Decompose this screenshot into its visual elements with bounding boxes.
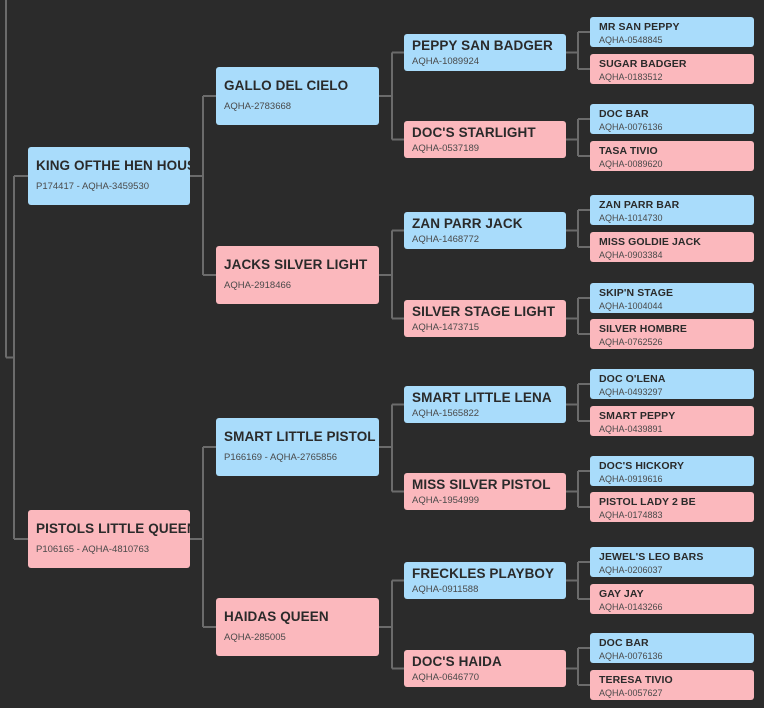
registration-number: AQHA-0548845 bbox=[599, 35, 663, 45]
registration-number: AQHA-0537189 bbox=[412, 143, 480, 154]
registration-number: P106165 - AQHA-4810763 bbox=[36, 544, 150, 555]
gen4-node[interactable]: SILVER HOMBRE AQHA-0762526 bbox=[590, 319, 754, 349]
registration-number: AQHA-0076136 bbox=[599, 122, 663, 132]
registration-number: AQHA-0174883 bbox=[599, 510, 663, 520]
gen4-node[interactable]: SUGAR BADGER AQHA-0183512 bbox=[590, 54, 754, 84]
registration-number: AQHA-0206037 bbox=[599, 565, 663, 575]
horse-name: ZAN PARR BAR bbox=[599, 199, 680, 211]
gen4-node[interactable]: SMART PEPPY AQHA-0439891 bbox=[590, 406, 754, 436]
registration-number: AQHA-0143266 bbox=[599, 602, 663, 612]
gen2-node[interactable]: SMART LITTLE PISTOL P166169 - AQHA-27658… bbox=[216, 418, 379, 476]
registration-number: AQHA-0076136 bbox=[599, 651, 663, 661]
horse-name: SKIP'N STAGE bbox=[599, 287, 674, 299]
horse-name: DOC'S STARLIGHT bbox=[412, 125, 536, 140]
gen3-node[interactable]: FRECKLES PLAYBOY AQHA-0911588 bbox=[404, 562, 566, 599]
horse-name: TASA TIVIO bbox=[599, 145, 658, 157]
registration-number: AQHA-1004044 bbox=[599, 301, 663, 311]
registration-number: AQHA-2783668 bbox=[224, 101, 292, 112]
gen4-node[interactable]: GAY JAY AQHA-0143266 bbox=[590, 584, 754, 614]
gen3-node[interactable]: PEPPY SAN BADGER AQHA-1089924 bbox=[404, 34, 566, 71]
gen3-node[interactable]: DOC'S HAIDA AQHA-0646770 bbox=[404, 650, 566, 687]
horse-name: SILVER HOMBRE bbox=[599, 323, 688, 335]
gen4-node[interactable]: TASA TIVIO AQHA-0089620 bbox=[590, 141, 754, 171]
registration-number: AQHA-1565822 bbox=[412, 408, 480, 419]
gen4-node[interactable]: ZAN PARR BAR AQHA-1014730 bbox=[590, 195, 754, 225]
horse-name: GALLO DEL CIELO bbox=[224, 78, 349, 93]
gen4-node[interactable]: SKIP'N STAGE AQHA-1004044 bbox=[590, 283, 754, 313]
registration-number: AQHA-0911588 bbox=[412, 584, 479, 595]
horse-name: DOC'S HICKORY bbox=[599, 460, 685, 472]
horse-name: GAY JAY bbox=[599, 588, 644, 600]
registration-number: AQHA-0439891 bbox=[599, 424, 663, 434]
registration-number: AQHA-0089620 bbox=[599, 159, 663, 169]
horse-name: ZAN PARR JACK bbox=[412, 216, 523, 231]
gen1-node[interactable]: KING OFTHE HEN HOUSE P174417 - AQHA-3459… bbox=[28, 147, 190, 205]
registration-number: AQHA-0183512 bbox=[599, 72, 663, 82]
gen4-node[interactable]: MR SAN PEPPY AQHA-0548845 bbox=[590, 17, 754, 47]
horse-name: JACKS SILVER LIGHT bbox=[224, 257, 368, 272]
horse-name: KING OFTHE HEN HOUSE bbox=[36, 158, 190, 173]
gen1-node[interactable]: PISTOLS LITTLE QUEEN P106165 - AQHA-4810… bbox=[28, 510, 190, 568]
gen4-node[interactable]: MISS GOLDIE JACK AQHA-0903384 bbox=[590, 232, 754, 262]
registration-number: AQHA-0057627 bbox=[599, 688, 663, 698]
registration-number: AQHA-0903384 bbox=[599, 250, 663, 260]
gen4-node[interactable]: DOC BAR AQHA-0076136 bbox=[590, 633, 754, 663]
gen4-node[interactable]: JEWEL'S LEO BARS AQHA-0206037 bbox=[590, 547, 754, 577]
registration-number: AQHA-0646770 bbox=[412, 672, 480, 683]
horse-name: DOC BAR bbox=[599, 637, 649, 649]
horse-name: FRECKLES PLAYBOY bbox=[412, 566, 555, 581]
horse-name: DOC BAR bbox=[599, 108, 649, 120]
registration-number: AQHA-1473715 bbox=[412, 322, 480, 333]
horse-name: SMART PEPPY bbox=[599, 410, 676, 422]
horse-name: PISTOLS LITTLE QUEEN bbox=[36, 521, 190, 536]
horse-name: SUGAR BADGER bbox=[599, 58, 687, 70]
gen3-node[interactable]: MISS SILVER PISTOL AQHA-1954999 bbox=[404, 473, 566, 510]
registration-number: AQHA-1954999 bbox=[412, 495, 480, 506]
gen4-node[interactable]: DOC'S HICKORY AQHA-0919616 bbox=[590, 456, 754, 486]
horse-name: MR SAN PEPPY bbox=[599, 21, 680, 33]
horse-name: PISTOL LADY 2 BE bbox=[599, 496, 696, 508]
gen2-node[interactable]: JACKS SILVER LIGHT AQHA-2918466 bbox=[216, 246, 379, 304]
gen2-node[interactable]: HAIDAS QUEEN AQHA-285005 bbox=[216, 598, 379, 656]
gen4-node[interactable]: DOC BAR AQHA-0076136 bbox=[590, 104, 754, 134]
horse-name: DOC'S HAIDA bbox=[412, 654, 502, 669]
horse-name: SMART LITTLE LENA bbox=[412, 390, 552, 405]
registration-number: P174417 - AQHA-3459530 bbox=[36, 181, 150, 192]
horse-name: SILVER STAGE LIGHT bbox=[412, 304, 556, 319]
registration-number: AQHA-2918466 bbox=[224, 280, 292, 291]
registration-number: AQHA-0919616 bbox=[599, 474, 663, 484]
gen2-node[interactable]: GALLO DEL CIELO AQHA-2783668 bbox=[216, 67, 379, 125]
gen4-node[interactable]: TERESA TIVIO AQHA-0057627 bbox=[590, 670, 754, 700]
horse-name: HAIDAS QUEEN bbox=[224, 609, 329, 624]
registration-number: P166169 - AQHA-2765856 bbox=[224, 452, 338, 463]
horse-name: DOC O'LENA bbox=[599, 373, 666, 385]
gen3-node[interactable]: SMART LITTLE LENA AQHA-1565822 bbox=[404, 386, 566, 423]
registration-number: AQHA-1014730 bbox=[599, 213, 663, 223]
horse-name: MISS SILVER PISTOL bbox=[412, 477, 551, 492]
gen3-node[interactable]: ZAN PARR JACK AQHA-1468772 bbox=[404, 212, 566, 249]
horse-name: TERESA TIVIO bbox=[599, 674, 673, 686]
registration-number: AQHA-0493297 bbox=[599, 387, 663, 397]
horse-name: SMART LITTLE PISTOL bbox=[224, 429, 376, 444]
registration-number: AQHA-0762526 bbox=[599, 337, 663, 347]
gen4-node[interactable]: PISTOL LADY 2 BE AQHA-0174883 bbox=[590, 492, 754, 522]
horse-name: MISS GOLDIE JACK bbox=[599, 236, 701, 248]
gen3-node[interactable]: DOC'S STARLIGHT AQHA-0537189 bbox=[404, 121, 566, 158]
gen3-node[interactable]: SILVER STAGE LIGHT AQHA-1473715 bbox=[404, 300, 566, 337]
registration-number: AQHA-1089924 bbox=[412, 56, 480, 67]
gen4-node[interactable]: DOC O'LENA AQHA-0493297 bbox=[590, 369, 754, 399]
registration-number: AQHA-285005 bbox=[224, 632, 286, 643]
horse-name: PEPPY SAN BADGER bbox=[412, 38, 553, 53]
registration-number: AQHA-1468772 bbox=[412, 234, 480, 245]
horse-name: JEWEL'S LEO BARS bbox=[599, 551, 704, 563]
